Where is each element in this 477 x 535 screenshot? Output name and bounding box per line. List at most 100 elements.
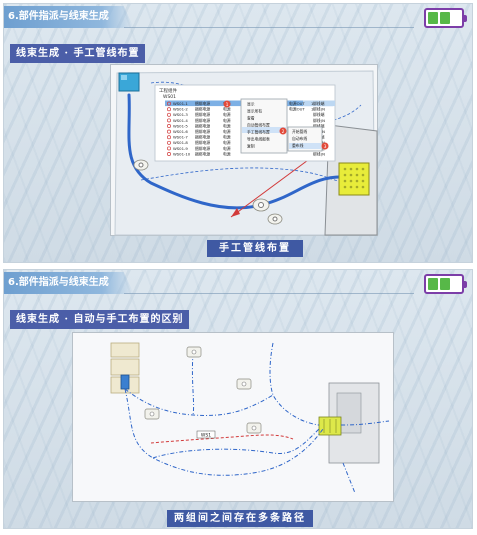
wire-status-icon <box>167 146 171 151</box>
section-label: 线束生成 · 自动与手工布置的区别 <box>10 310 190 329</box>
clip-icon[interactable] <box>246 422 262 434</box>
terminal-block-icon[interactable] <box>318 416 342 436</box>
route-branch <box>269 342 320 426</box>
wire-id: WS01-5 <box>173 123 188 128</box>
clip-icon[interactable] <box>186 346 202 358</box>
wire-type: 捆绑电源 <box>195 146 210 151</box>
tree-row[interactable]: WS01-10 捆绑电源 电源 绑线(N <box>167 151 325 156</box>
wire-status-icon <box>167 101 171 106</box>
wire-id: WS01-2 <box>173 107 188 112</box>
slide-caption: 手工管线布置 <box>207 240 303 257</box>
wire-status-icon <box>167 118 171 123</box>
svg-text:1: 1 <box>226 102 229 108</box>
context-menu-item[interactable]: 导出电线报表 <box>247 137 270 142</box>
submenu-item-hover <box>289 143 321 149</box>
wire-status-icon <box>167 135 171 140</box>
context-menu-item[interactable]: 显示所有 <box>247 109 262 114</box>
wire-col-count: 1 <box>311 101 314 106</box>
wire-col-power: 电源 <box>223 107 231 112</box>
step-badge-3: 3 <box>321 142 329 150</box>
wire-bundle[interactable] <box>127 93 348 210</box>
context-menu-item[interactable]: 复制 <box>247 144 255 149</box>
clip-icon[interactable] <box>236 378 252 390</box>
context-menu-item[interactable]: 手工管线布置 <box>247 130 270 135</box>
wire-col-power: 电源 <box>223 129 231 134</box>
clip-icon[interactable] <box>133 159 149 171</box>
connector-stack <box>110 342 140 394</box>
wire-col-count: 1 <box>311 107 314 112</box>
slide-caption: 两组间之间存在多条路径 <box>167 510 313 527</box>
cad-canvas: WS1 <box>110 342 390 494</box>
context-menu-item[interactable]: 显示 <box>247 102 255 107</box>
route-branch <box>191 352 195 416</box>
battery-icon <box>424 8 467 28</box>
selected-cell-highlight <box>303 100 335 107</box>
wire-id: WS01-8 <box>173 140 188 145</box>
wire-col-power: 电源 <box>223 118 231 123</box>
wire-col-end: 绑线(N <box>313 118 325 123</box>
wire-col-end: 绑线端 <box>313 123 325 128</box>
wire-id: WS01-7 <box>173 135 188 140</box>
wire-id: WS01-1 <box>173 101 188 106</box>
section-label: 线束生成 · 手工管线布置 <box>10 44 146 63</box>
clip-icon[interactable] <box>144 408 160 420</box>
battery-cell <box>440 12 450 24</box>
battery-cell <box>428 12 438 24</box>
submenu-item[interactable]: 自动布线 <box>292 136 307 141</box>
tree-root-label: 工程组件 <box>159 87 177 94</box>
wire-col-out: 电源OUT <box>289 107 305 112</box>
wire-col-power: 电源 <box>223 112 231 117</box>
context-menu-item[interactable]: 自动管线布置 <box>247 123 270 128</box>
route-exit <box>342 462 356 494</box>
cad-viewport[interactable]: 工程组件 WS01 WS01-1捆绑电源电源电源OUT1绑线端WS01-2捆绑电… <box>110 64 378 236</box>
route-path-alt <box>124 388 324 476</box>
connector-icon[interactable] <box>120 374 130 390</box>
connector-highlight <box>121 75 127 80</box>
wire-id: WS01-9 <box>173 146 188 151</box>
terminal-block-icon[interactable] <box>338 162 370 196</box>
wire-type: 捆绑电源 <box>195 101 210 106</box>
clip-icon[interactable] <box>252 198 270 212</box>
wire-status-icon <box>167 152 171 156</box>
submenu-item[interactable]: 开始管线 <box>292 129 307 134</box>
clip-icon[interactable] <box>267 213 283 225</box>
submenu-item[interactable]: 重布线 <box>292 143 304 148</box>
slide-header: 6.部件指派与线束生成 <box>4 272 134 294</box>
battery-icon <box>424 274 467 294</box>
menu-item-hover <box>242 127 286 133</box>
wire-type: 捆绑电源 <box>195 123 210 128</box>
wire-col-out: 电源OUT <box>289 101 305 106</box>
battery-cell <box>428 278 438 290</box>
battery-cell <box>440 278 450 290</box>
context-menu-item[interactable]: 查看 <box>247 116 255 121</box>
wire-type: 捆绑电源 <box>195 151 210 156</box>
wire-col-end: 绑线(N <box>313 151 325 156</box>
route-branch <box>152 428 320 459</box>
header-divider <box>124 293 414 294</box>
wire-col-end: 绑线(N <box>313 107 325 112</box>
wire-id: WS01-10 <box>173 151 191 156</box>
wire-col-end: 绑线端 <box>313 101 325 106</box>
slide-auto-vs-manual: 6.部件指派与线束生成 线束生成 · 自动与手工布置的区别 <box>3 269 473 529</box>
wire-label: WS1 <box>201 433 211 439</box>
wire-id: WS01-3 <box>173 112 188 117</box>
slide-header: 6.部件指派与线束生成 <box>4 6 134 28</box>
wire-type: 捆绑电源 <box>195 135 210 140</box>
tree-group-label: WS01 <box>163 94 176 100</box>
wire-col-power: 电源 <box>223 146 231 151</box>
manual-route <box>150 434 294 444</box>
route-path-auto <box>124 388 274 416</box>
wire-type: 捆绑电源 <box>195 140 210 145</box>
header-divider <box>124 27 414 28</box>
cad-viewport[interactable]: WS1 <box>72 332 394 502</box>
wire-type: 捆绑电源 <box>195 112 210 117</box>
wire-col-power: 电源 <box>223 151 231 156</box>
